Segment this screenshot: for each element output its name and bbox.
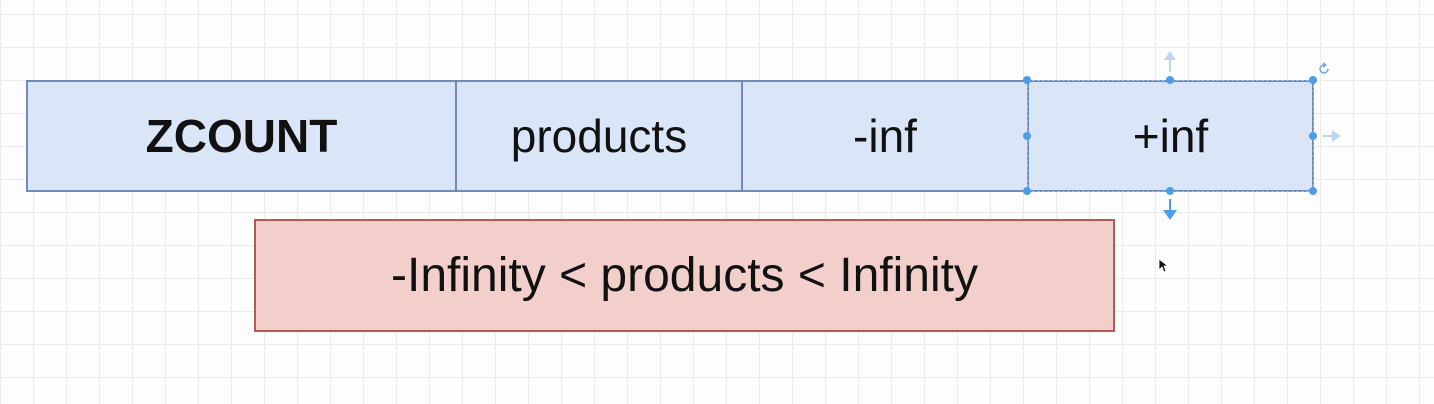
selection-handle-middle-right[interactable] [1309,132,1317,140]
selection-handle-top-left[interactable] [1023,76,1031,84]
min-label: -inf [853,110,917,162]
result-label: -Infinity < products < Infinity [391,249,978,302]
result-box[interactable]: -Infinity < products < Infinity [254,219,1115,332]
key-label: products [510,110,688,162]
selection-handle-top-right[interactable] [1309,76,1317,84]
selection-handle-bottom-left[interactable] [1023,187,1031,195]
command-box-zcount[interactable]: ZCOUNT [26,80,457,192]
command-box-min[interactable]: -inf [741,80,1029,192]
selection-handle-middle-left[interactable] [1023,132,1031,140]
command-label: ZCOUNT [145,110,338,162]
arrow-right-icon[interactable] [1322,130,1341,142]
max-label: +inf [1132,110,1209,162]
selection-handle-bottom-middle[interactable] [1166,187,1174,195]
arrow-up-icon[interactable] [1164,51,1176,72]
command-box-key[interactable]: products [455,80,743,192]
selection-handle-bottom-right[interactable] [1309,187,1317,195]
rotate-icon[interactable] [1319,62,1329,74]
selection-handle-top-middle[interactable] [1166,76,1174,84]
arrow-down-icon[interactable] [1163,199,1177,220]
mouse-cursor-icon [1158,258,1170,273]
